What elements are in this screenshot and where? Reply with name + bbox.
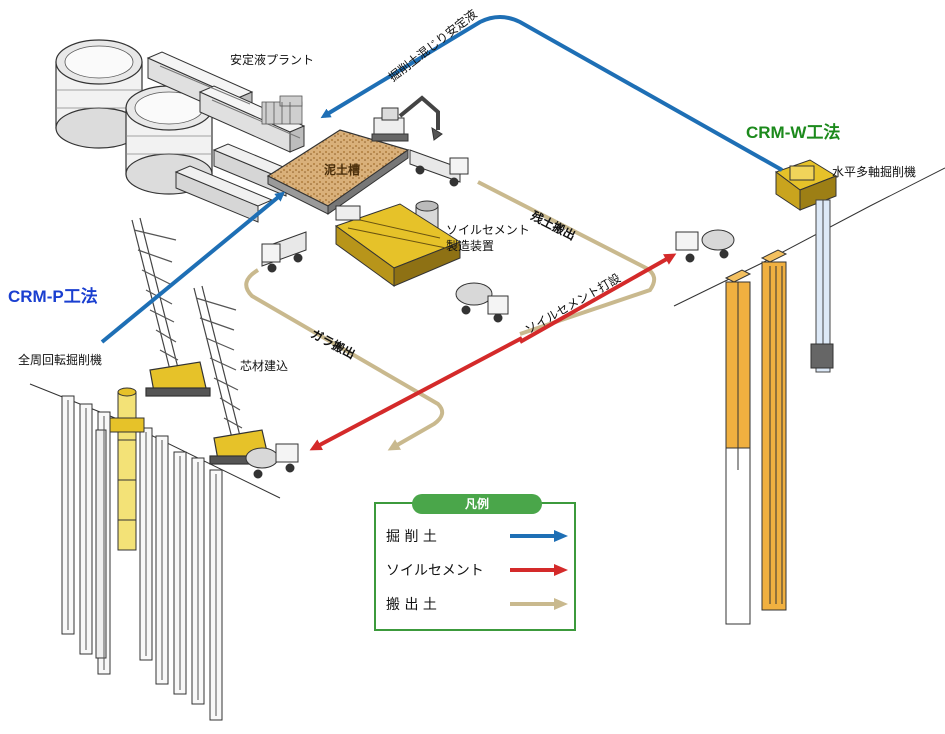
diaphragm-wall-panels [724, 249, 788, 625]
label-soil-cement-plant-line2: 製造装置 [446, 239, 495, 253]
soil-cement-plant [334, 200, 462, 287]
legend-arrow-blue [510, 530, 568, 542]
flow-red-soil-cement [309, 253, 677, 451]
legend-title: 凡例 [412, 494, 542, 514]
legend-label: 掘 削 土 [386, 529, 437, 545]
dump-truck [409, 149, 469, 187]
legend-label: 搬 出 土 [386, 597, 437, 613]
mixer-truck [455, 282, 509, 323]
excavator [371, 95, 443, 142]
label-mud-tank: 泥土槽 [324, 163, 361, 177]
plant-machinery [261, 95, 303, 125]
mud-tank [266, 129, 410, 215]
label-horizontal-drill: 水平多軸掘削機 [832, 165, 917, 179]
horizontal-multi-axis-drill [774, 159, 838, 373]
stability-plant [55, 39, 306, 223]
crawler-crane [193, 285, 275, 465]
label-crm-w: CRM-W工法 [746, 123, 841, 142]
crawler-crane [131, 217, 211, 397]
flow-tan-residual [244, 180, 657, 451]
legend: 凡例 掘 削 土 ソイルセメント 搬 出 土 [374, 494, 576, 631]
tank [125, 85, 213, 195]
mixer-truck [675, 229, 735, 263]
flow-blue-crm-w [320, 15, 783, 172]
dump-truck [261, 231, 307, 273]
label-stability-plant: 安定液プラント [230, 53, 315, 67]
ground-line-right [673, 167, 945, 307]
label-core-insertion: 芯材建込 [240, 359, 289, 373]
flow-blue-crm-p [100, 191, 286, 344]
label-soil-cement-plant-line1: ソイルセメント [446, 223, 530, 237]
plant-buildings [146, 51, 306, 223]
mixer-truck [245, 443, 299, 479]
label-crm-p: CRM-P工法 [8, 287, 98, 306]
legend-arrow-tan [510, 598, 568, 610]
piles-left [61, 395, 223, 721]
legend-arrow-red [510, 564, 568, 576]
label-full-rotary-drill: 全周回転掘削機 [18, 353, 103, 367]
full-rotary-drill-casing [109, 387, 145, 551]
legend-label: ソイルセメント [386, 563, 484, 579]
